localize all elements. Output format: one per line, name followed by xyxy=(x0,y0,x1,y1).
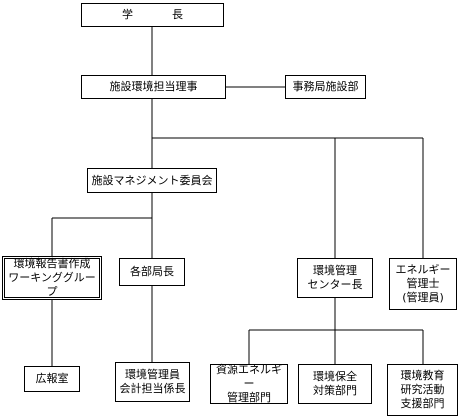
node-energy-manager: エネルギー 管理士 (管理員) xyxy=(389,258,457,310)
node-deans: 各部局長 xyxy=(119,258,185,286)
node-president: 学 長 xyxy=(81,3,224,27)
node-working-group: 環境報告書作成 ワーキンググループ xyxy=(2,256,102,300)
node-accounting-chief: 環境管理員 会計担当係長 xyxy=(115,362,190,402)
node-committee: 施設マネジメント委員会 xyxy=(87,168,217,193)
node-facilities-department: 事務局施設部 xyxy=(285,75,366,99)
node-director: 施設環境担当理事 xyxy=(81,75,226,99)
node-conservation-division: 環境保全 対策部門 xyxy=(298,364,372,404)
node-resources-energy-division: 資源エネルギー 管理部門 xyxy=(210,363,288,404)
node-pr-office: 広報室 xyxy=(24,366,80,392)
node-envcenter: 環境管理 センター長 xyxy=(297,258,373,298)
node-education-division: 環境教育 研究活動 支援部門 xyxy=(387,364,458,416)
